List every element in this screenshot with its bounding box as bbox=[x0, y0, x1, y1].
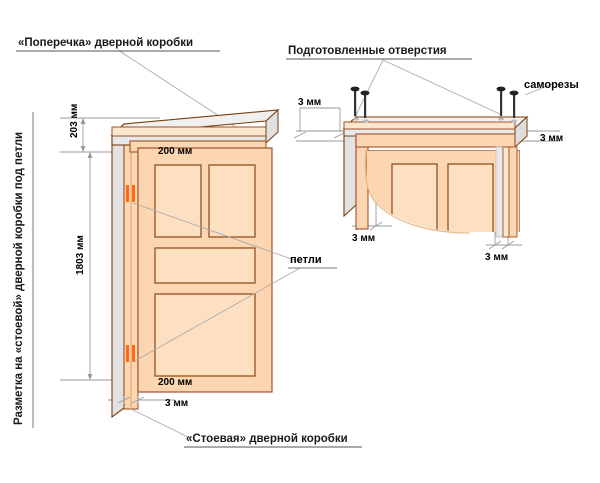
left-crossbar bbox=[110, 108, 280, 153]
title-vertical: Разметка на «стоевой» дверной коробки по… bbox=[13, 132, 25, 425]
torn-edge bbox=[364, 149, 471, 234]
dim-203mm: 203 мм bbox=[69, 104, 80, 138]
dim-3mm-lower-right: 3 мм bbox=[485, 252, 508, 263]
label-crossbar: «Поперечка» дверной коробки bbox=[18, 37, 193, 49]
hinge-marks-left bbox=[126, 185, 135, 362]
screw-icon bbox=[509, 90, 519, 118]
label-prepared-holes: Подготовленные отверстия bbox=[288, 45, 447, 57]
right-side-stile bbox=[495, 146, 518, 238]
leader-prepared-holes bbox=[354, 59, 503, 118]
dim-200mm-bottom: 200 мм bbox=[158, 377, 192, 388]
dim-3mm-top-right-right: 3 мм bbox=[540, 133, 563, 144]
gap-marker-bottom-left bbox=[117, 396, 145, 404]
right-crossbar bbox=[342, 115, 529, 149]
label-stile: «Стоевая» дверной коробки bbox=[186, 433, 348, 445]
screw-icon-group bbox=[350, 86, 519, 118]
dim-3mm-lower-left: 3 мм bbox=[352, 233, 375, 244]
left-door-leaf bbox=[137, 147, 273, 393]
screw-icon bbox=[350, 86, 360, 116]
label-screws: саморезы bbox=[524, 79, 579, 91]
prepared-hole bbox=[353, 117, 517, 123]
dim-3mm-bottom-left: 3 мм bbox=[165, 398, 188, 409]
screw-icon bbox=[496, 86, 506, 116]
screw-icon bbox=[360, 90, 370, 118]
dim-3mm-top-right-left: 3 мм bbox=[298, 97, 321, 108]
dim-1803mm: 1803 мм bbox=[75, 235, 86, 275]
leader-screws bbox=[524, 83, 553, 96]
leader-hinges bbox=[130, 202, 301, 439]
left-stile-frame bbox=[111, 122, 139, 419]
label-hinges: петли bbox=[290, 254, 322, 266]
dim-200mm-top: 200 мм bbox=[158, 146, 192, 157]
